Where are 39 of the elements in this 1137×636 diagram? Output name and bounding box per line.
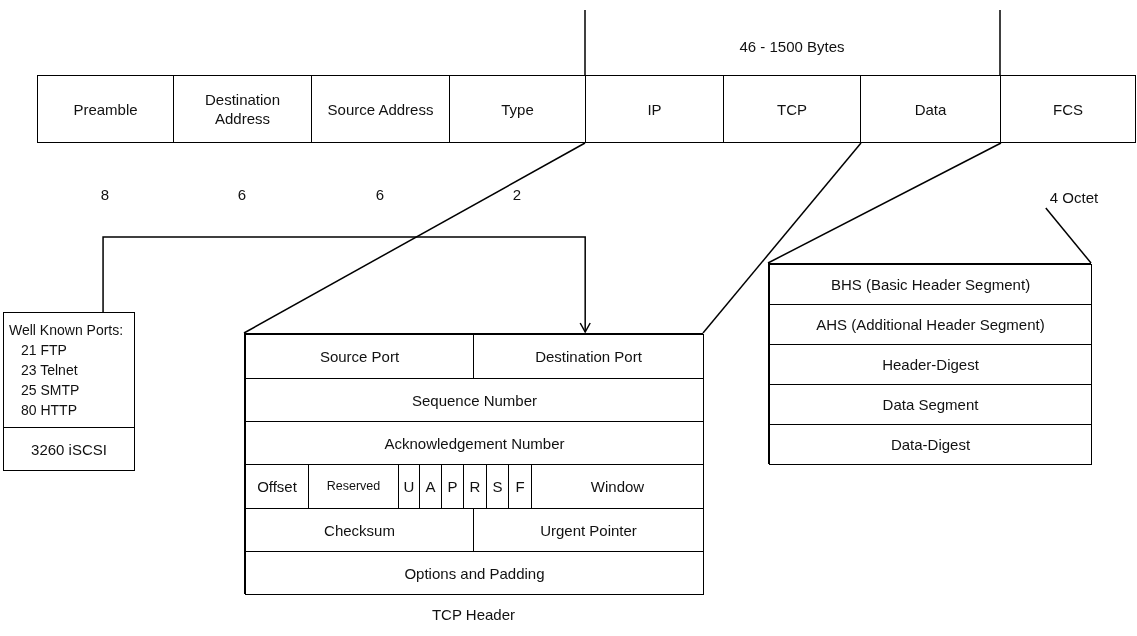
header-field: Options and Padding xyxy=(245,551,704,595)
header-field: Destination Port xyxy=(473,334,704,379)
header-field: Data-Digest xyxy=(769,424,1092,465)
leader-line xyxy=(702,142,862,334)
octet-count: 8 xyxy=(100,186,110,203)
pdu-segment-table xyxy=(768,263,1091,464)
header-field: Header-Digest xyxy=(769,344,1092,385)
table-caption: TCP Header xyxy=(431,606,516,623)
leader-line xyxy=(1045,207,1092,264)
tcp-header-table xyxy=(244,333,703,594)
header-field: Data Segment xyxy=(769,384,1092,425)
header-field: Source Address xyxy=(311,75,450,143)
port-list-panel xyxy=(3,312,135,428)
header-field: Data xyxy=(860,75,1001,143)
header-field: 3260 iSCSI xyxy=(3,427,135,471)
header-field: TCP xyxy=(723,75,861,143)
octet-count: 6 xyxy=(375,186,385,203)
header-field: Type xyxy=(449,75,586,143)
header-field: Source Port xyxy=(245,334,474,379)
size-label: 46 - 1500 Bytes xyxy=(739,38,845,55)
list-item: 23 Telnet xyxy=(20,361,78,380)
octet-count: 4 Octet xyxy=(1044,186,1104,208)
header-field: Sequence Number xyxy=(245,378,704,422)
header-field: AHS (Additional Header Segment) xyxy=(769,304,1092,345)
list-item: 25 SMTP xyxy=(20,381,80,400)
header-field: FCS xyxy=(1000,75,1136,143)
list-item: 80 HTTP xyxy=(20,401,77,420)
header-field: Preamble xyxy=(37,75,174,143)
header-field: Acknowledgement Number xyxy=(245,421,704,465)
leader-line xyxy=(767,142,1002,264)
octet-count: 2 xyxy=(512,186,522,203)
leader-line xyxy=(243,142,586,334)
header-field: IP xyxy=(585,75,724,143)
header-field: BHS (Basic Header Segment) xyxy=(769,264,1092,305)
arrow xyxy=(102,236,591,333)
list-item: 21 FTP xyxy=(20,341,67,360)
header-field: Destination Address xyxy=(173,75,312,143)
octet-count: 6 xyxy=(237,186,247,203)
list-heading: Well Known Ports: xyxy=(9,321,124,340)
